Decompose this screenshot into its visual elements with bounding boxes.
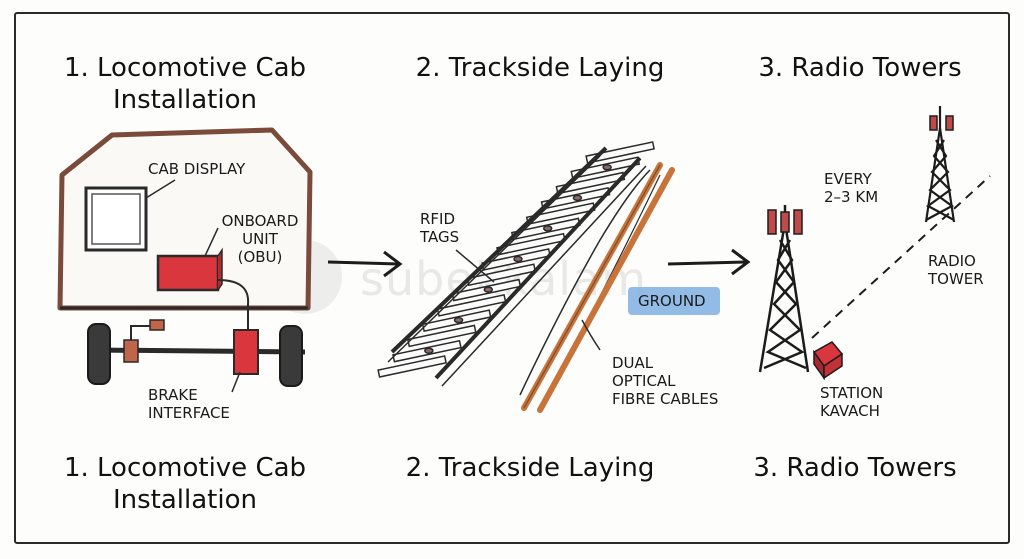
station-kavach-box — [812, 341, 844, 381]
radio-tower-left — [758, 205, 810, 373]
fibre-pointer — [581, 319, 601, 351]
rfid-tag — [483, 286, 494, 293]
radio-tower-label: RADIO TOWER — [928, 252, 984, 288]
brake-label: BRAKE INTERFACE — [148, 386, 230, 422]
cab-title-bottom-line1: 1. Locomotive Cab — [63, 453, 307, 483]
radio-tower-label-line2: TOWER — [928, 270, 984, 288]
station-label-line2: KAVACH — [820, 402, 880, 420]
rfid-label: RFID TAGS — [420, 210, 459, 246]
ground-label: GROUND — [638, 292, 706, 310]
rfid-tag — [572, 194, 583, 202]
arrow-cab-to-track — [327, 250, 403, 278]
track-title-top: 2. Trackside Laying — [415, 53, 665, 83]
brake-label-line2: INTERFACE — [148, 404, 230, 422]
tower-link-dashed — [811, 175, 991, 339]
ground-highlight — [628, 287, 720, 315]
radio-title-bottom: 3. Radio Towers — [753, 453, 957, 483]
track-title-bottom: 2. Trackside Laying — [405, 453, 655, 483]
rfid-tag — [602, 164, 612, 171]
every-label-line1: EVERY — [824, 170, 872, 188]
cab-title-bottom-line2: Installation — [112, 485, 257, 515]
track-sleeper — [377, 355, 447, 378]
rfid-label-line2: TAGS — [420, 228, 460, 246]
cab-display-screen — [84, 186, 148, 252]
cab-title-top: 1. Locomotive Cab Installation — [40, 52, 330, 116]
rfid-tag — [513, 255, 523, 263]
right-wheel — [279, 325, 303, 387]
brake-label-line1: BRAKE — [148, 386, 198, 404]
cab-display-label: CAB DISPLAY — [148, 160, 246, 178]
cab-title-top-line2: Installation — [112, 85, 257, 115]
rfid-tag — [453, 316, 464, 324]
fibre-label-line3: FIBRE CABLES — [612, 390, 719, 408]
diagram-frame — [14, 12, 1010, 544]
rfid-tag — [424, 347, 434, 354]
station-label: STATION KAVACH — [820, 384, 883, 420]
obu-label-line2: UNIT — [242, 230, 278, 248]
onboard-unit-box — [156, 254, 220, 292]
arrow-track-to-radio — [667, 248, 751, 276]
radio-tower-label-line1: RADIO — [928, 252, 976, 270]
radio-tower-right — [924, 106, 956, 223]
fibre-label-line1: DUAL — [612, 354, 654, 372]
railway-track — [377, 141, 661, 411]
obu-label-line1: ONBOARD — [221, 212, 299, 230]
every-label: EVERY 2–3 KM — [824, 170, 878, 206]
station-label-line1: STATION — [820, 384, 884, 402]
cab-title-top-line1: 1. Locomotive Cab — [63, 53, 307, 83]
locomotive-cab — [57, 127, 313, 393]
rfid-label-line1: RFID — [420, 210, 456, 228]
rfid-tag — [542, 225, 553, 232]
left-wheel — [87, 323, 111, 385]
brake-interface-box — [233, 329, 259, 375]
rfid-pointer — [455, 249, 495, 283]
cab-title-bottom: 1. Locomotive Cab Installation — [40, 452, 330, 516]
obu-label: ONBOARD UNIT (OBU) — [218, 212, 302, 266]
fibre-cables — [521, 162, 675, 413]
track-sleeper — [585, 141, 655, 164]
radio-title-top: 3. Radio Towers — [758, 53, 962, 83]
fibre-label-line2: OPTICAL — [612, 372, 676, 390]
fibre-label: DUAL OPTICAL FIBRE CABLES — [612, 354, 718, 408]
obu-label-line3: (OBU) — [237, 248, 283, 266]
every-label-line2: 2–3 KM — [824, 188, 879, 206]
